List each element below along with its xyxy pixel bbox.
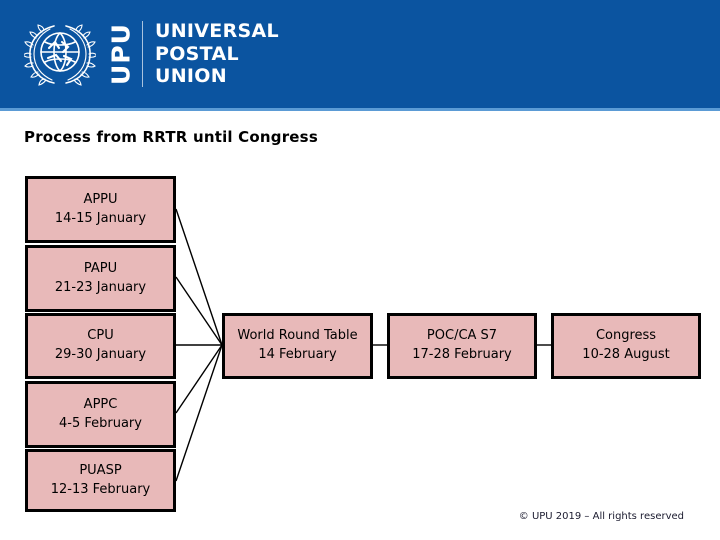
node-poc-ca-s7[interactable]: POC/CA S7 17-28 February [387,313,537,379]
logo-wordmark: UNIVERSAL POSTAL UNION [155,20,279,87]
node-world-round-table-name: World Round Table [237,328,358,344]
node-papu-name: PAPU [83,260,118,276]
page-title: Process from RRTR until Congress [24,128,318,146]
node-cpu-name: CPU [87,328,114,344]
node-congress-dates: 10-28 August [582,347,670,362]
node-puasp[interactable]: PUASP 12-13 February [25,449,176,512]
node-cpu[interactable]: CPU 29-30 January [25,313,176,379]
node-world-round-table[interactable]: World Round Table 14 February [222,313,373,379]
upu-logo: UPU UNIVERSAL POSTAL UNION [24,18,279,90]
node-appu-dates: 14-15 January [54,210,147,226]
node-appc-name: APPC [83,396,118,412]
node-poc-ca-s7-dates: 17-28 February [412,347,512,362]
node-papu-dates: 21-23 January [54,279,147,295]
node-puasp-name: PUASP [79,462,122,478]
connector-papu [175,276,223,346]
node-cpu-dates: 29-30 January [54,347,147,362]
copyright-footer: © UPU 2019 – All rights reserved [518,511,684,522]
connector-puasp [175,344,223,482]
node-appu[interactable]: APPU 14-15 January [25,176,176,243]
upu-globe-laurel-emblem [24,18,96,90]
header-underline [0,108,720,111]
node-puasp-dates: 12-13 February [50,481,151,497]
logo-word-postal: POSTAL [155,42,239,65]
header-band [0,0,720,108]
node-congress-name: Congress [595,328,657,344]
node-world-round-table-dates: 14 February [258,347,337,362]
node-papu[interactable]: PAPU 21-23 January [25,245,176,312]
connector-appu [175,208,223,346]
logo-divider [142,21,143,87]
logo-word-union: UNION [155,65,227,88]
node-congress[interactable]: Congress 10-28 August [551,313,701,379]
node-appu-name: APPU [83,191,118,207]
node-poc-ca-s7-name: POC/CA S7 [426,328,498,344]
node-appc[interactable]: APPC 4-5 February [25,381,176,448]
connector-appc [175,344,223,414]
logo-word-universal: UNIVERSAL [155,20,279,43]
node-appc-dates: 4-5 February [59,415,142,431]
